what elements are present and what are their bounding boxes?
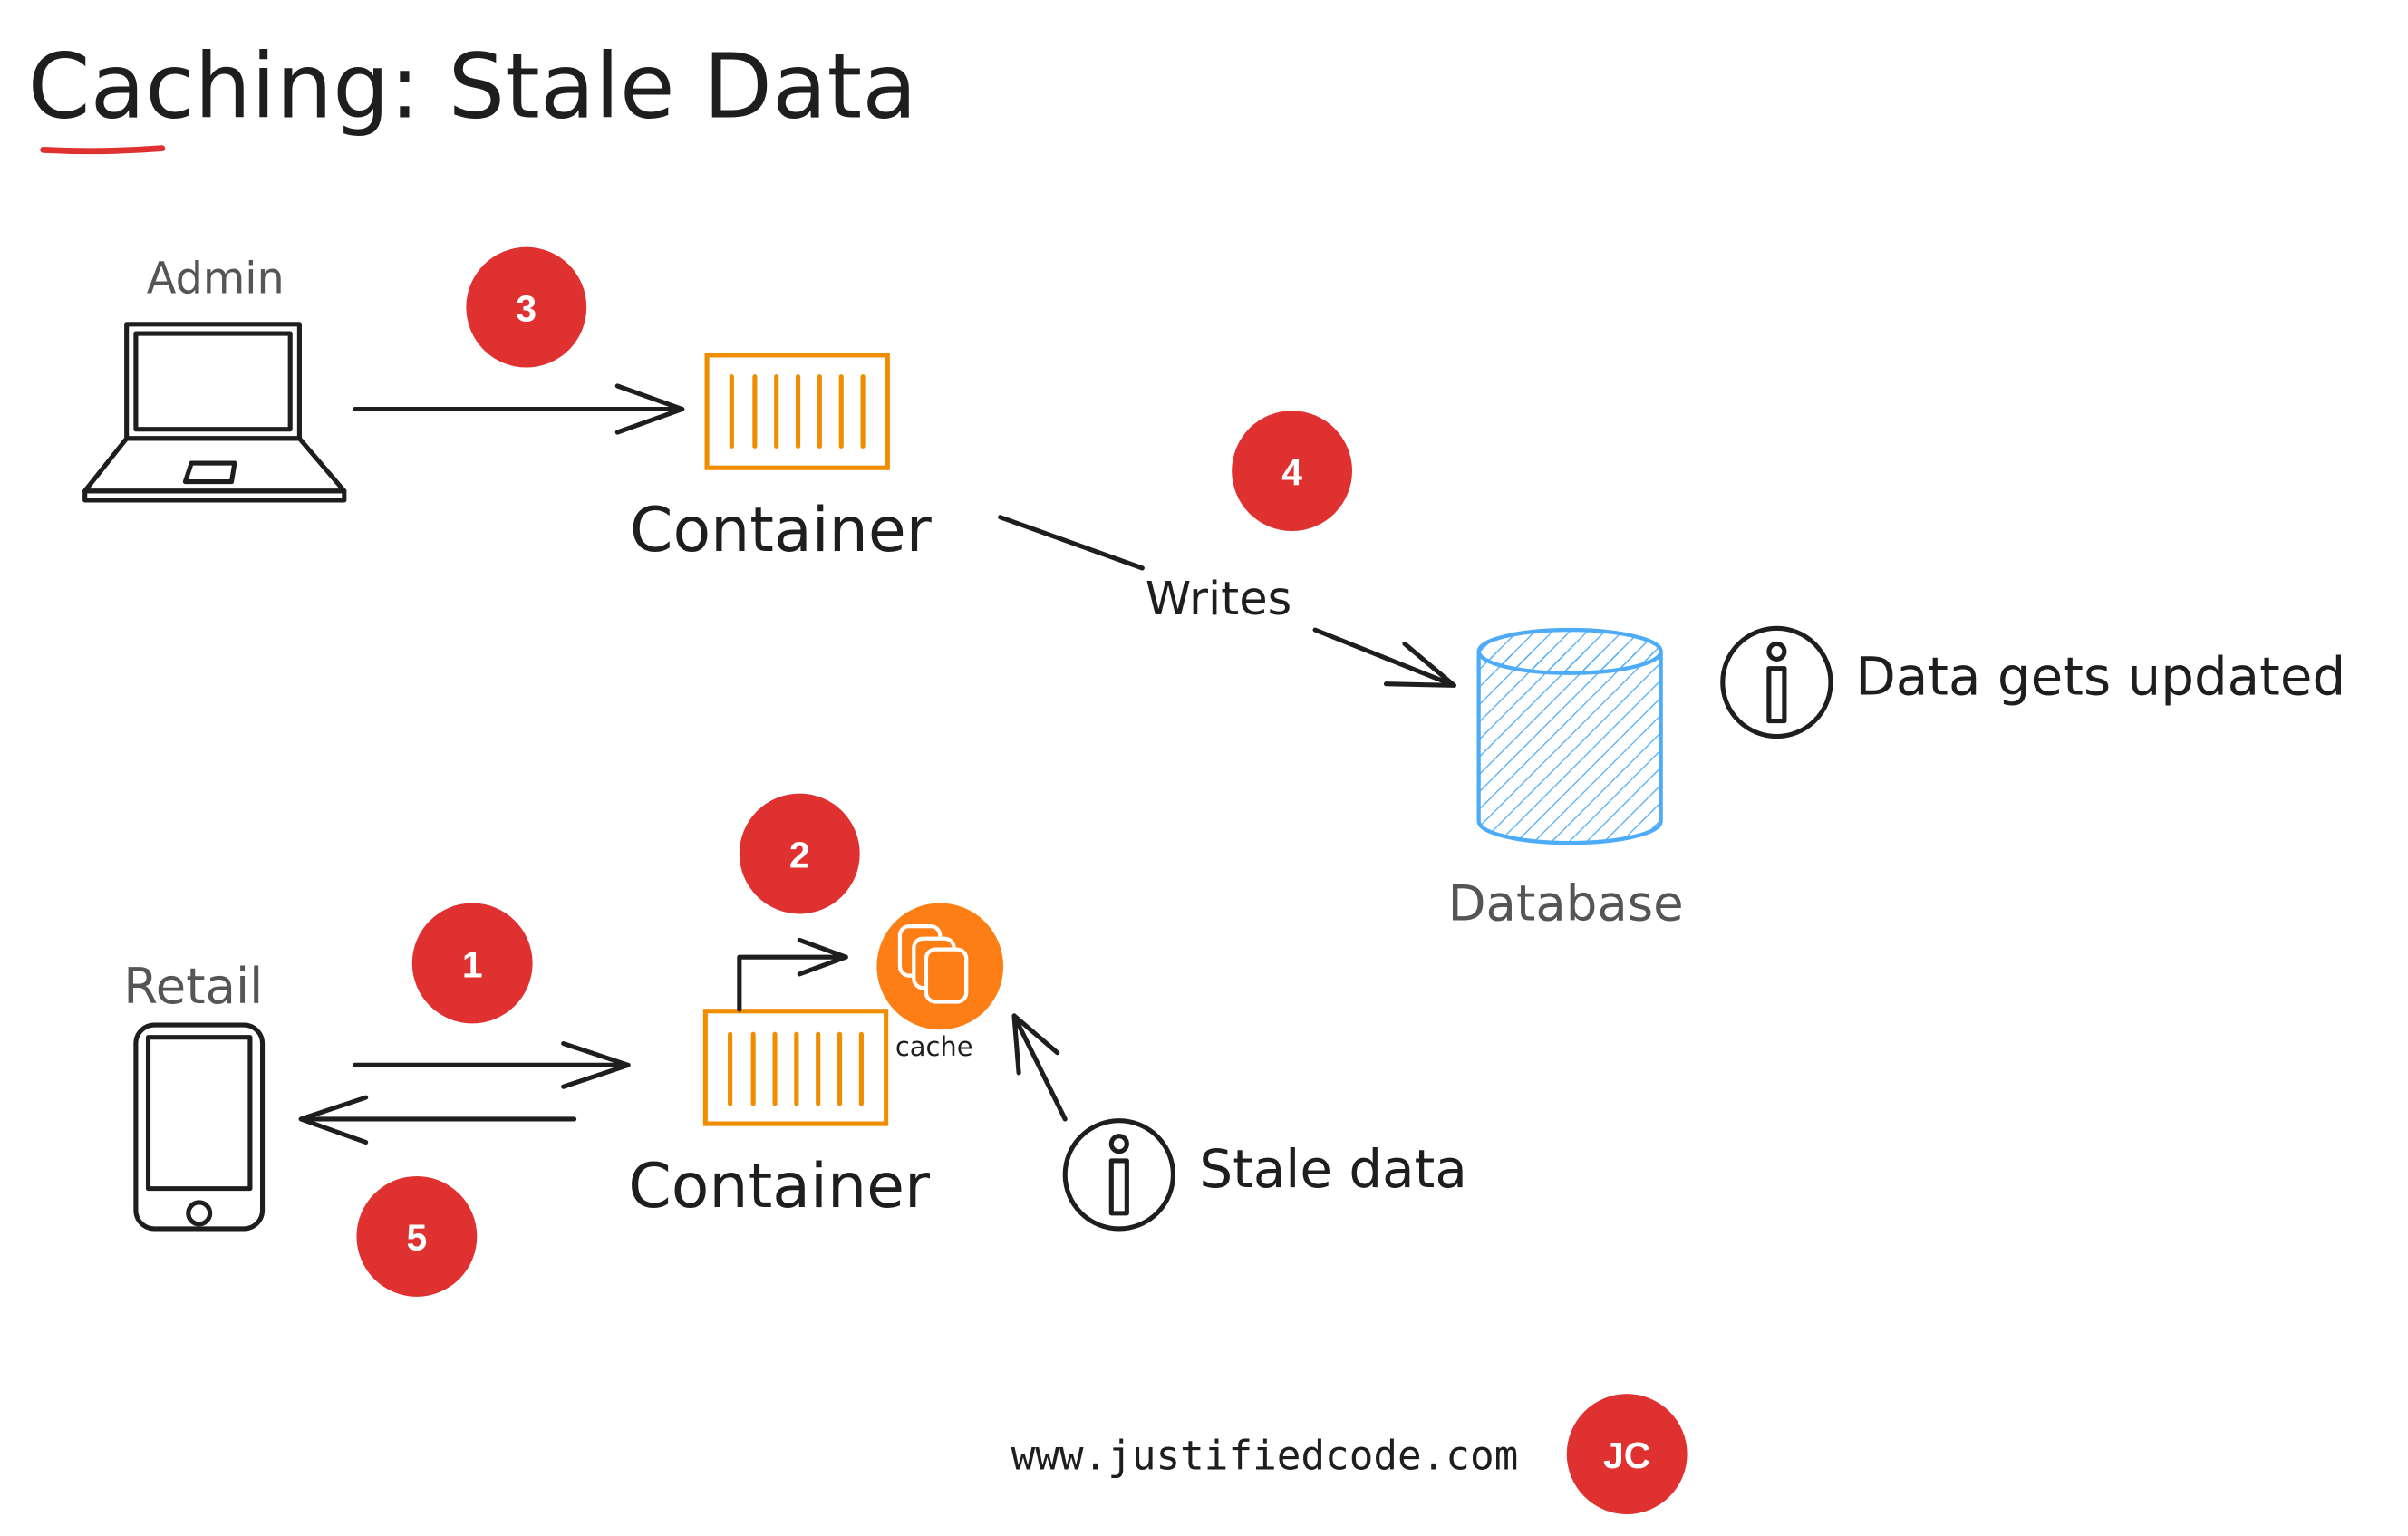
- cache-icon: [876, 903, 1004, 1030]
- database-icon: [1476, 627, 1663, 845]
- jc-logo-text: JC: [1603, 1435, 1650, 1476]
- arrow-container-to-cache: [737, 937, 848, 1012]
- container-bottom-label: Container: [628, 1151, 930, 1222]
- note-stale-data: Stale data: [1199, 1138, 1466, 1200]
- step-badge-1: [411, 903, 533, 1024]
- database-label: Database: [1448, 874, 1684, 932]
- laptop-icon: [82, 322, 347, 503]
- title-underline: [40, 145, 166, 155]
- container-icon-top: [704, 353, 890, 470]
- step-number-5: 5: [406, 1217, 427, 1259]
- admin-label: Admin: [147, 255, 285, 304]
- step-number-1: 1: [462, 943, 483, 985]
- info-icon-stale: [1062, 1118, 1175, 1232]
- footer-url[interactable]: www.justifiedcode.com: [1011, 1434, 1519, 1480]
- jc-logo: [1566, 1394, 1688, 1514]
- step-number-3: 3: [516, 287, 537, 329]
- step-badge-3: [466, 246, 587, 368]
- page-title: Caching: Stale Data: [28, 35, 917, 140]
- writes-label: Writes: [1146, 573, 1291, 626]
- cache-label: cache: [895, 1031, 973, 1062]
- step-badge-5: [356, 1175, 478, 1297]
- info-icon-updated: [1720, 625, 1833, 739]
- phone-icon: [133, 1022, 266, 1232]
- arrow-admin-to-container: [353, 383, 685, 435]
- note-data-updated: Data gets updated: [1855, 646, 2345, 708]
- arrow-container-to-database: [998, 515, 1456, 688]
- step-badge-4: [1232, 411, 1353, 532]
- container-icon-bottom: [702, 1009, 889, 1126]
- step-number-4: 4: [1281, 451, 1302, 493]
- arrow-container-to-retail: [298, 1095, 577, 1145]
- arrow-retail-to-container: [353, 1040, 631, 1089]
- retail-label: Retail: [123, 957, 263, 1015]
- arrow-stale-to-cache: [1011, 1013, 1068, 1122]
- step-badge-2: [739, 793, 860, 914]
- step-number-2: 2: [789, 834, 810, 875]
- container-top-label: Container: [630, 495, 932, 566]
